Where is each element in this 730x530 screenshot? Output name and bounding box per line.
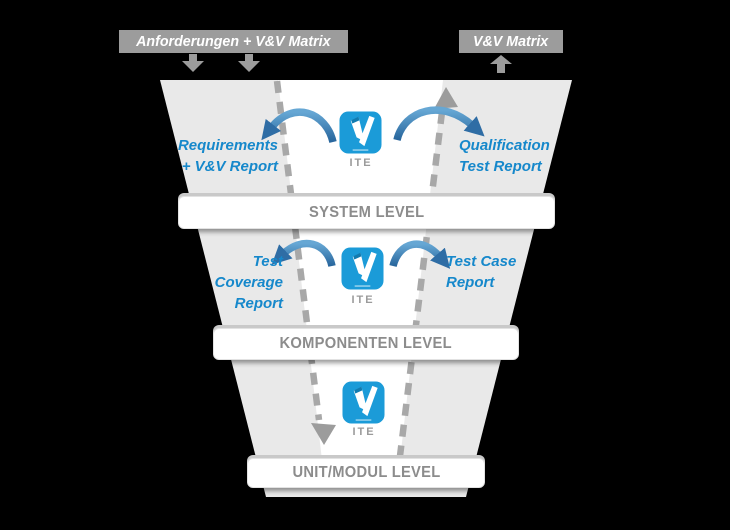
output-up-arrow-icon [490, 55, 512, 73]
ite-logo-caption: ITE [349, 157, 373, 169]
report-line: Coverage [214, 274, 283, 291]
report-line: Report [234, 295, 283, 312]
level-bar-system: SYSTEM LEVEL [178, 196, 555, 229]
report-line: Test Case [446, 253, 517, 270]
report-line: Qualification [459, 137, 550, 154]
input-down-arrow-icon [182, 54, 204, 72]
flow-arrow-komponenten-left-icon [271, 239, 336, 268]
report-line: Test [252, 253, 283, 270]
report-label-test-coverage: Test Coverage Report [160, 251, 283, 314]
output-label-vv-matrix-text: V&V Matrix [473, 33, 549, 50]
ite-logo-icon [341, 247, 384, 290]
flow-arrow-system-right-icon [393, 106, 485, 142]
report-line: Requirements [177, 137, 278, 154]
flow-arrow-komponenten-right-icon [389, 240, 451, 269]
level-bar-unit-modul: UNIT/MODUL LEVEL [247, 458, 485, 488]
level-bar-komponenten: KOMPONENTEN LEVEL [213, 328, 519, 360]
ite-logo-caption: ITE [351, 294, 375, 306]
level-bar-system-label: SYSTEM LEVEL [308, 203, 425, 221]
report-line: Report [446, 274, 495, 291]
input-label-anforderungen-text: Anforderungen + V&V Matrix [136, 33, 331, 50]
report-label-qualification-test: Qualification Test Report [459, 135, 599, 177]
down-arrowhead-icon [311, 423, 336, 445]
report-label-requirements-vv: Requirements + V&V Report [140, 135, 278, 177]
level-bar-unit-modul-label: UNIT/MODUL LEVEL [291, 464, 441, 481]
output-label-vv-matrix: V&V Matrix [459, 30, 563, 53]
report-label-test-case: Test Case Report [446, 251, 566, 293]
level-bar-komponenten-label: KOMPONENTEN LEVEL [279, 335, 453, 352]
dashed-line-up [396, 111, 446, 457]
report-line: + V&V Report [181, 158, 278, 175]
input-label-anforderungen: Anforderungen + V&V Matrix [119, 30, 348, 53]
flow-arrow-system-left-icon [261, 108, 337, 144]
ite-logo-icon [339, 111, 382, 154]
report-line: Test Report [459, 158, 542, 175]
ite-logo-caption: ITE [352, 426, 376, 438]
ite-logo-icon [342, 381, 385, 424]
up-arrowhead-icon [434, 87, 458, 109]
dashed-line-down [273, 80, 323, 421]
input-down-arrow-icon [238, 54, 260, 72]
